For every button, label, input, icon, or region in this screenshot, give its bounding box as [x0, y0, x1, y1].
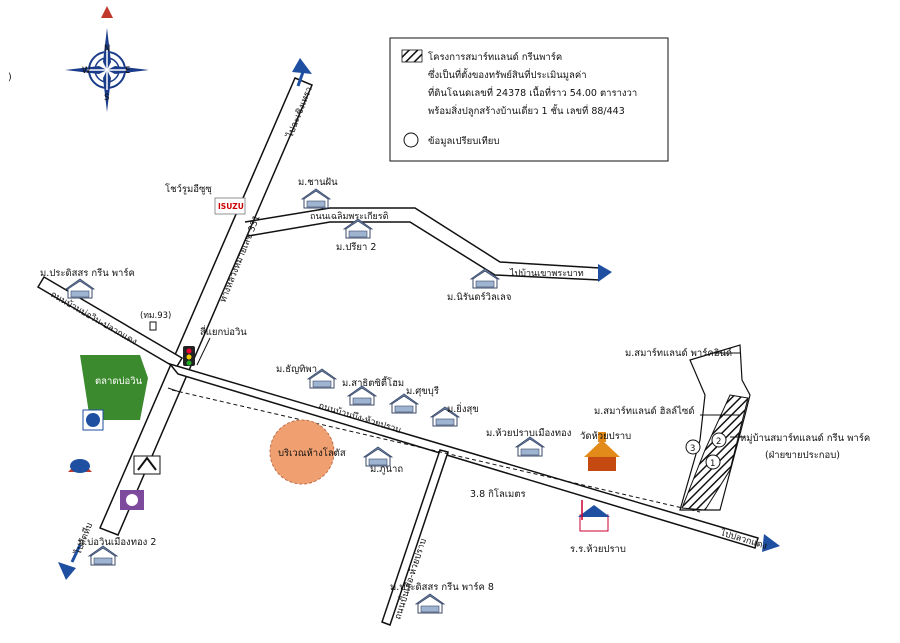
bank-logo-4-icon — [120, 490, 144, 510]
preeya2-label: ม.ปรียา 2 — [336, 241, 376, 253]
sales-office-label: (ฝ่ายขายประกอบ) — [765, 450, 840, 461]
compass-e: E — [125, 66, 130, 76]
to-ban-khlong-label: ไปบ้านเขาพระบาท — [509, 268, 584, 279]
bank-logo-3-icon — [133, 455, 161, 475]
house-chanfan-icon — [301, 188, 331, 209]
legend-comparison: ข้อมูลเปรียบเทียบ — [428, 135, 499, 147]
svg-text:2: 2 — [716, 437, 721, 447]
arrow-east-2-icon — [598, 264, 612, 282]
marker-3 — [685, 439, 701, 455]
legend-project-4: พร้อมสิ่งปลูกสร้างบ้านเดี่ยว 1 ชั้น เลขท… — [428, 104, 625, 117]
isuzu-showroom-label: โชว์รูมอีซูซุ — [165, 183, 212, 195]
to-pluakdaeng-label: ไปปลวกแดง — [718, 527, 768, 552]
house-bowin-icon — [88, 545, 118, 566]
prasatsorn-label: ม.ประดิสสร กรีน พาร์ค — [40, 267, 135, 279]
house-prasatsorn-icon — [65, 278, 95, 299]
marker-2 — [711, 432, 727, 448]
edge-mark: ) — [8, 72, 12, 83]
smartland-hill-label: ม.สมาร์ทแลนด์ ฮิลล์ไซด์ — [594, 405, 695, 417]
house-huaipraab-icon — [515, 436, 545, 457]
compass-w: W — [82, 66, 91, 76]
school-label: ร.ร.ห้วยปราบ — [570, 544, 626, 555]
bank-logo-2-icon — [68, 459, 92, 473]
chanfan-label: ม.ชานฝัน — [298, 177, 338, 188]
sasithorn-label: ม.สาธิตซิตี้โฮม — [342, 376, 404, 389]
school-icon — [578, 500, 610, 532]
punnapak-label: ม.ภูนาถ — [370, 464, 403, 475]
jalermprakiat-label: ถนนเฉลิมพระเกียรติ — [310, 211, 389, 222]
huaipraab-thong-label: ม.ห้วยปราบเมืองทอง — [486, 428, 571, 439]
project-area — [679, 344, 751, 511]
distance-label: 3.8 กิโลเมตร — [470, 488, 526, 500]
yingsuk-label: ม.ยิ่งสุข — [447, 402, 479, 415]
wat-label: วัดห้วยปราบ — [580, 431, 631, 442]
market-label: ตลาดบ่อวิน — [95, 376, 143, 387]
compass-n: N — [104, 44, 110, 54]
legend-project-1: โครงการสมาร์ทแลนด์ กรีนพาร์ค — [428, 51, 562, 63]
legend-project-2: ซึ่งเป็นที่ตั้งของทรัพย์สินที่ประเมินมูล… — [428, 68, 587, 81]
smartland-park-label: ม.สมาร์ทแลนด์ พาร์คอินด์ — [625, 347, 732, 359]
isuzu-logo: ISUZU — [214, 197, 246, 215]
house-prasatsorn8-icon — [415, 593, 445, 614]
svg-text:3: 3 — [690, 444, 695, 454]
lotus-area — [269, 419, 335, 485]
comparison-circle-icon — [403, 132, 419, 148]
niran-label: ม.นิรันดร์วิลเลจ — [447, 291, 511, 303]
house-niran-icon — [470, 268, 500, 289]
distance-line — [171, 389, 701, 513]
svg-text:1: 1 — [710, 459, 715, 469]
road-pelooptaek — [381, 449, 449, 626]
traffic-light-icon — [183, 337, 211, 366]
arrow-north-icon — [292, 58, 312, 74]
village-green-label: หมู่บ้านสมาร์ทแลนด์ กรีน พาร์ค — [740, 432, 870, 444]
pin-icon — [149, 321, 157, 331]
bowin-road-label: ถนนบ้านบ่อวิน-ปลวกแดง — [49, 289, 139, 348]
svg-text:ISUZU: ISUZU — [218, 202, 244, 211]
lotus-area-label: บริเวณห้างโลตัส — [278, 447, 346, 459]
legend-project-3: ที่ดินโฉนดเลขที่ 24378 เนื้อที่ราว 54.00… — [428, 86, 637, 99]
bowin-thong2-label: ม.บ่อวินเมืองทอง 2 — [78, 537, 156, 548]
marker-1 — [705, 454, 721, 470]
hatch-swatch — [401, 49, 423, 63]
supburi-label: ม.ศุขบุรี — [406, 385, 439, 397]
road-jalermprakiat — [244, 207, 601, 281]
prasatsorn8-label: ม.ประดิสสร กรีน พาร์ค 8 — [390, 581, 494, 593]
temple-icon — [584, 432, 620, 471]
arrow-east-icon — [762, 534, 780, 552]
compass-s: S — [104, 93, 109, 103]
arrow-south-icon — [58, 562, 76, 580]
thanyathip-label: ม.ธัญทิพา — [276, 364, 317, 375]
bank-logo-icon — [82, 409, 104, 431]
road-banbueng-huaipraab — [167, 362, 759, 549]
intersection-label: สี่แยกบ่อวิน — [200, 325, 248, 338]
legend: โครงการสมาร์ทแลนด์ กรีนพาร์ค ซึ่งเป็นที่… — [389, 37, 669, 162]
pm93-label: (ทม.93) — [140, 311, 171, 321]
compass-rose-icon: N S E W — [65, 6, 149, 112]
market-area — [80, 355, 148, 420]
road-bowin — [36, 275, 184, 370]
highway-331 — [99, 77, 313, 536]
